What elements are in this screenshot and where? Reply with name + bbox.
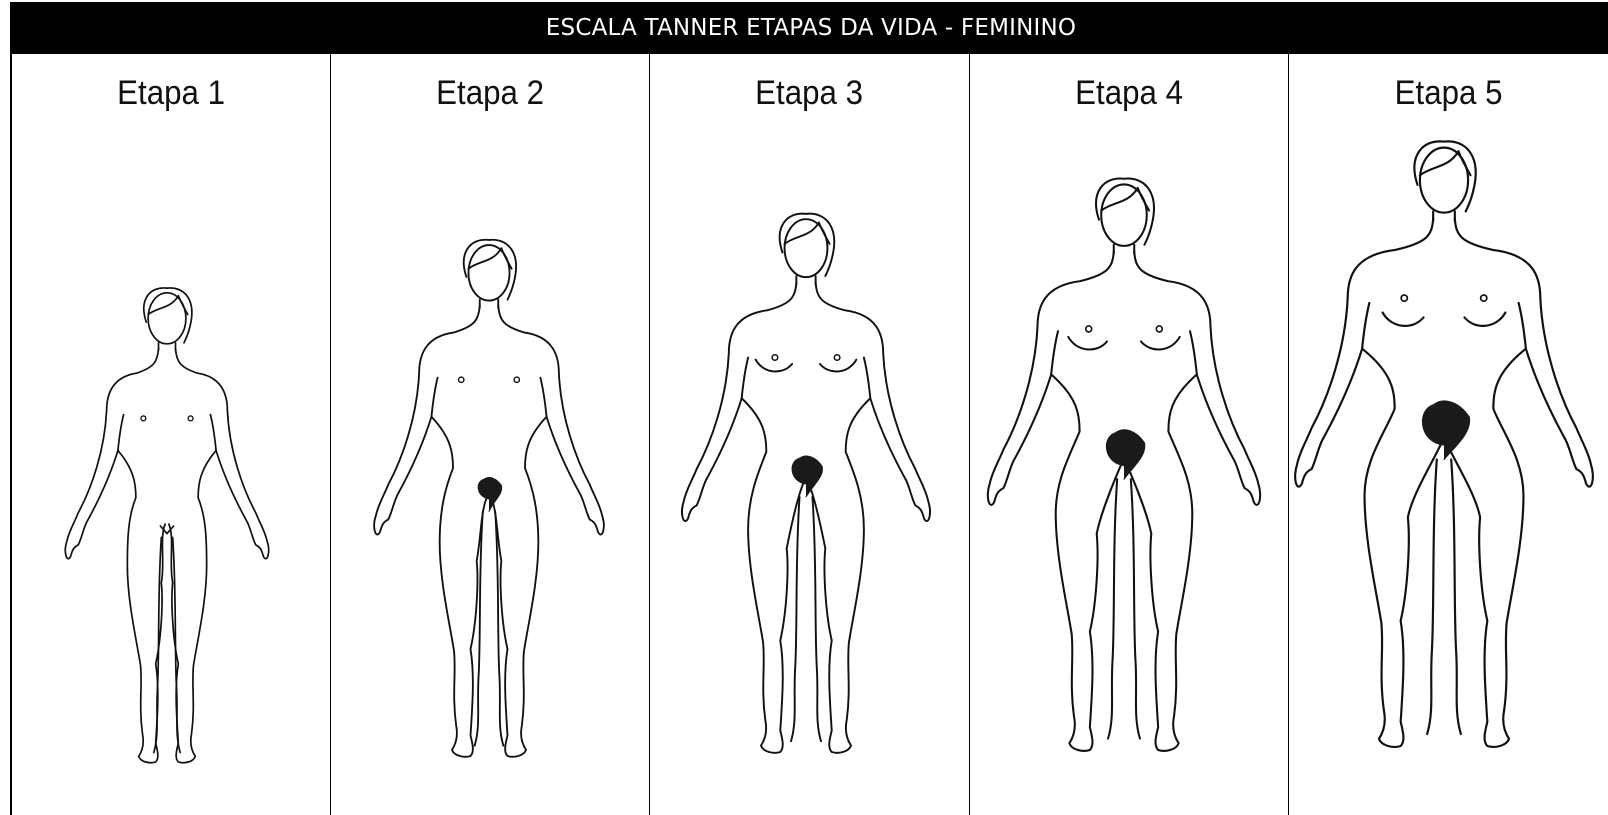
nipple-right: [514, 377, 519, 382]
stage-columns: Etapa 1 Etapa 2 Etapa 3 Etapa 4 Etapa 5: [12, 54, 1608, 815]
arm-inner-left: [1051, 331, 1058, 374]
body-outline-left: [65, 349, 165, 763]
leg-inner-left: [154, 537, 162, 752]
female-figure-stage-4: [970, 54, 1289, 815]
hair-outline: [780, 214, 834, 276]
body-outline-left: [1295, 219, 1441, 747]
hair-outline: [1414, 141, 1475, 211]
tanner-scale-chart: ESCALA TANNER ETAPAS DA VIDA - FEMININO …: [10, 2, 1608, 815]
nipple-right: [1480, 295, 1486, 301]
figure-group: [987, 179, 1259, 751]
arm-inner-left: [742, 358, 748, 399]
body-outline-left: [374, 306, 487, 757]
body-outline-left: [987, 252, 1121, 751]
leg-inner-left: [791, 497, 800, 741]
nipple-left: [1401, 295, 1407, 301]
pubic-hair: [1106, 430, 1144, 479]
nipple-right: [1156, 326, 1162, 332]
body-outline-right: [491, 306, 604, 757]
pubic-hair: [792, 456, 822, 497]
body-outline-right: [1446, 219, 1592, 747]
figure-group: [374, 240, 604, 757]
arm-inner-right: [1190, 331, 1197, 374]
breast-right: [820, 360, 856, 372]
figure-group: [682, 214, 930, 753]
female-figure-stage-1: [12, 54, 331, 815]
breast-left: [1382, 313, 1423, 326]
leg-inner-right: [813, 497, 822, 741]
arm-inner-left: [118, 415, 124, 451]
female-figure-stage-2: [331, 54, 650, 815]
body-outline-right: [1126, 252, 1260, 751]
leg-inner-left: [1108, 479, 1117, 738]
body-outline-right: [169, 349, 269, 763]
stage-column-5: Etapa 5: [1289, 54, 1608, 815]
nipple-left: [1085, 326, 1091, 332]
breast-left: [1068, 337, 1107, 350]
arm-inner-right: [1518, 303, 1525, 349]
stage-column-4: Etapa 4: [970, 54, 1289, 815]
leg-inner-right: [1451, 459, 1461, 734]
chart-title: ESCALA TANNER ETAPAS DA VIDA - FEMININO: [12, 2, 1608, 54]
arm-inner-right: [541, 378, 547, 417]
pubic-hair: [478, 478, 502, 512]
nipple-right: [835, 355, 841, 361]
leg-inner-right: [173, 537, 181, 752]
nipple-left: [459, 377, 464, 382]
breast-right: [1141, 337, 1180, 350]
body-outline-left: [682, 282, 804, 752]
breast-right: [1464, 313, 1505, 326]
female-figure-stage-3: [650, 54, 969, 815]
nipple-left: [141, 416, 146, 421]
stage-column-2: Etapa 2: [331, 54, 650, 815]
hair-outline: [144, 288, 192, 343]
leg-inner-left: [1427, 459, 1437, 734]
nipple-left: [772, 355, 778, 361]
hair-outline: [1096, 179, 1154, 245]
body-outline-right: [809, 282, 931, 752]
arm-inner-right: [210, 415, 216, 451]
figure-group: [1295, 141, 1593, 747]
female-figure-stage-5: [1289, 54, 1608, 815]
nipple-right: [188, 416, 193, 421]
stage-column-3: Etapa 3: [650, 54, 969, 815]
figure-group: [65, 288, 268, 763]
pubic-hair: [1422, 401, 1469, 459]
breast-left: [756, 360, 792, 372]
hair-outline: [464, 240, 516, 300]
stage-column-1: Etapa 1: [12, 54, 331, 815]
arm-inner-left: [1362, 303, 1369, 349]
arm-inner-left: [432, 378, 438, 417]
leg-inner-right: [1130, 479, 1139, 738]
arm-inner-right: [864, 358, 870, 399]
